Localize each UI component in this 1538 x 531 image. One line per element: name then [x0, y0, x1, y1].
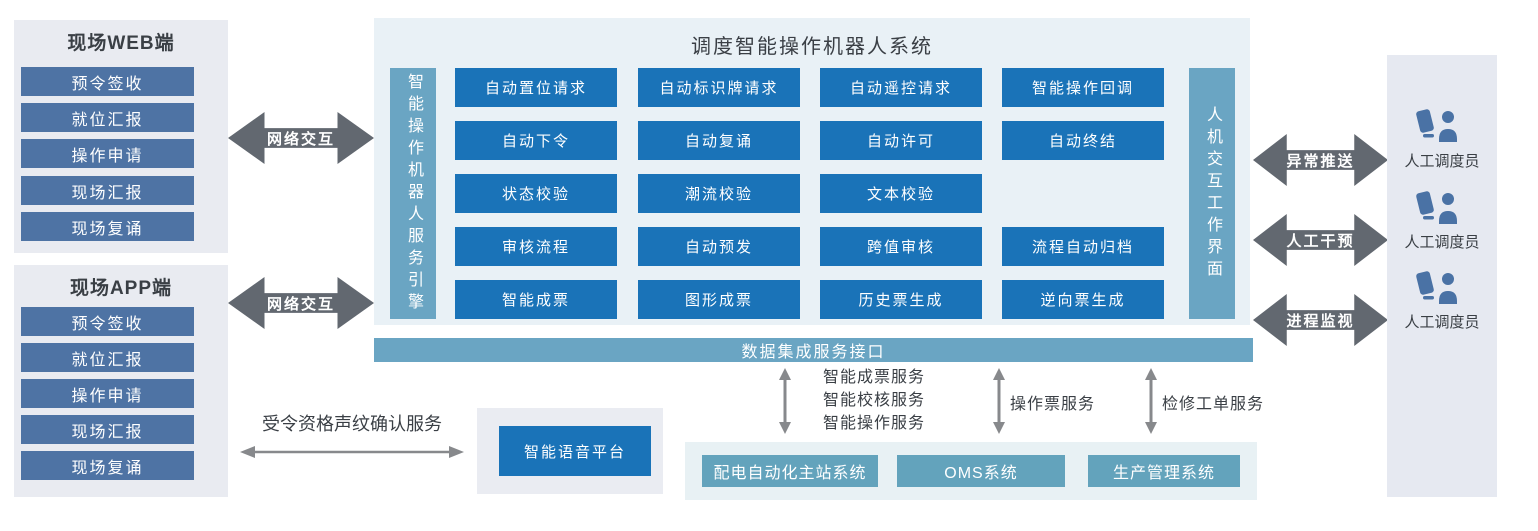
app-item: 就位汇报	[21, 343, 194, 372]
updown-arrow-icon	[993, 368, 1005, 434]
right-arrow-exception: 异常推送	[1253, 134, 1388, 186]
function-block: 智能成票	[455, 280, 617, 319]
function-block: 图形成票	[638, 280, 800, 319]
service-label: 智能校核服务	[823, 392, 926, 409]
main-system-title: 调度智能操作机器人系统	[691, 36, 933, 58]
data-bus-bar: 数据集成服务接口	[374, 338, 1253, 362]
function-block: 文本校验	[820, 174, 982, 213]
voice-platform-block: 智能语音平台	[499, 426, 651, 476]
service-label: 智能操作服务	[823, 415, 926, 432]
function-block: 状态校验	[455, 174, 617, 213]
function-block: 自动复诵	[638, 121, 800, 160]
service-label: 检修工单服务	[1162, 396, 1265, 413]
operator-at-desk-icon	[1416, 191, 1457, 224]
right-arrow-monitor: 进程监视	[1253, 294, 1388, 346]
app-item: 现场复诵	[21, 451, 194, 480]
web-panel-title: 现场WEB端	[67, 33, 175, 54]
service-label: 操作票服务	[1010, 396, 1096, 413]
right-arrow-intervention: 人工干预	[1253, 214, 1388, 266]
external-system-block: OMS系统	[897, 455, 1065, 487]
function-block: 逆向票生成	[1002, 280, 1164, 319]
function-block: 自动预发	[638, 227, 800, 266]
service-label: 智能成票服务	[823, 369, 926, 386]
network-arrow-web: 网络交互	[228, 112, 374, 164]
main-system-box	[374, 18, 1250, 325]
service-label-group: 智能成票服务 智能校核服务 智能操作服务	[823, 366, 925, 435]
updown-arrow-icon	[779, 368, 791, 434]
operator-at-desk-icon	[1416, 271, 1457, 304]
updown-arrow-icon	[1145, 368, 1157, 434]
network-arrow-app: 网络交互	[228, 277, 374, 329]
function-block: 流程自动归档	[1002, 227, 1164, 266]
function-block: 智能操作回调	[1002, 68, 1164, 107]
app-item: 现场汇报	[21, 415, 194, 444]
operators-panel	[1387, 55, 1497, 497]
function-block: 历史票生成	[820, 280, 982, 319]
function-block: 自动遥控请求	[820, 68, 982, 107]
function-block: 自动终结	[1002, 121, 1164, 160]
service-engine-bar: 智能操作机器人服务引擎	[390, 68, 436, 319]
hmi-bar: 人机交互工作界面	[1189, 68, 1235, 319]
operator-label: 人工调度员	[1404, 234, 1480, 251]
function-block: 自动标识牌请求	[638, 68, 800, 107]
function-block: 自动置位请求	[455, 68, 617, 107]
voice-link-label: 受令资格声纹确认服务	[262, 414, 442, 434]
web-item: 预令签收	[21, 67, 194, 96]
web-item: 现场汇报	[21, 176, 194, 205]
operator-label: 人工调度员	[1404, 153, 1480, 170]
operator-label: 人工调度员	[1404, 314, 1480, 331]
function-block: 审核流程	[455, 227, 617, 266]
hmi-label: 人机交互工作界面	[1204, 105, 1221, 282]
app-panel-title: 现场APP端	[69, 278, 173, 299]
leftright-arrow-icon	[240, 446, 464, 458]
function-block: 自动下令	[455, 121, 617, 160]
web-item: 操作申请	[21, 139, 194, 168]
function-block: 潮流校验	[638, 174, 800, 213]
app-item: 预令签收	[21, 307, 194, 336]
service-engine-label: 智能操作机器人服务引擎	[405, 72, 422, 315]
web-item: 就位汇报	[21, 103, 194, 132]
function-block: 跨值审核	[820, 227, 982, 266]
external-system-block: 配电自动化主站系统	[702, 455, 878, 487]
function-block: 自动许可	[820, 121, 982, 160]
external-system-block: 生产管理系统	[1088, 455, 1240, 487]
web-item: 现场复诵	[21, 212, 194, 241]
app-item: 操作申请	[21, 379, 194, 408]
operator-at-desk-icon	[1416, 109, 1457, 142]
